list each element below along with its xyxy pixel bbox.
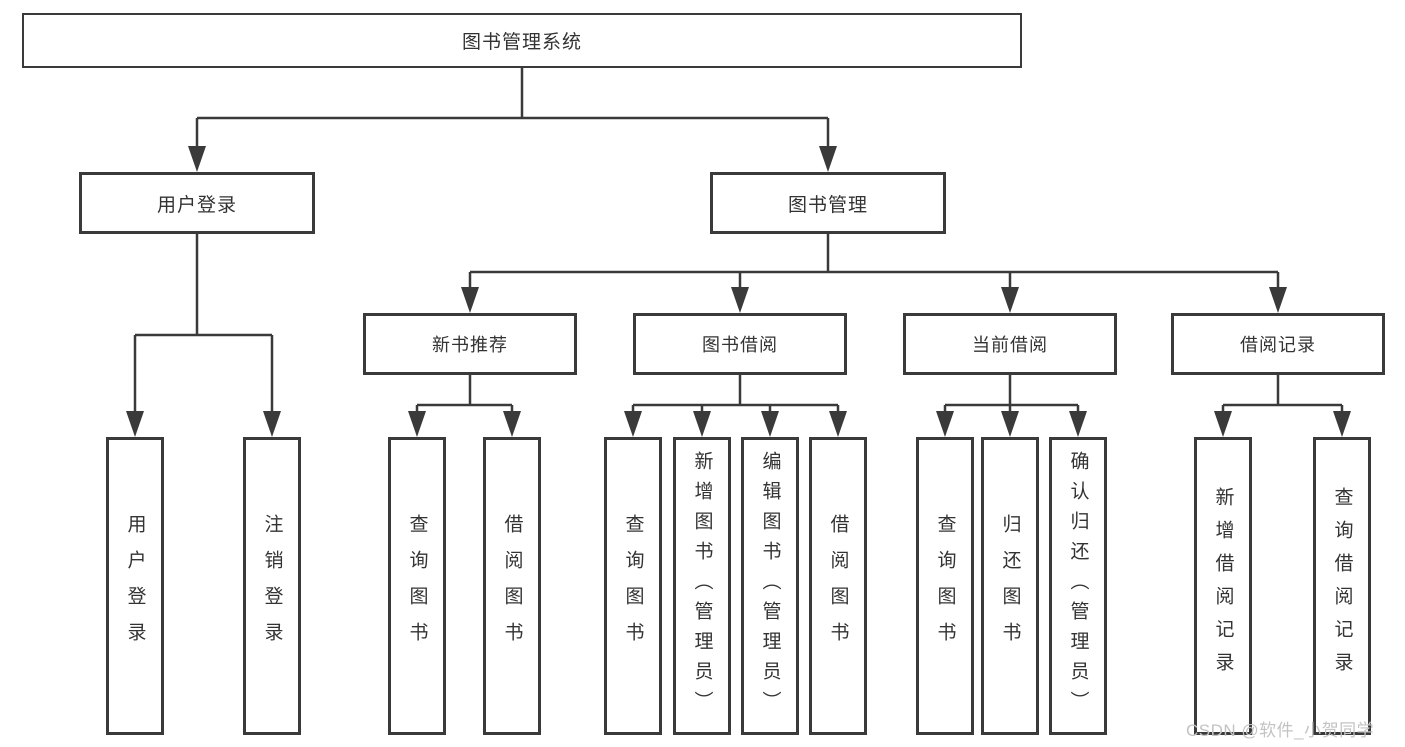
arrowheads	[126, 146, 1351, 437]
node-leaf-add-books-admin: 新增图书（管理员）	[673, 437, 731, 735]
node-leaf-query-books-2: 查询图书	[604, 437, 662, 735]
node-leaf-borrow-books-2: 借阅图书	[809, 437, 867, 735]
node-book-management: 图书管理	[710, 172, 946, 234]
node-leaf-edit-books-admin: 编辑图书（管理员）	[741, 437, 799, 735]
node-leaf-logout: 注销登录	[243, 437, 301, 735]
node-borrowing-records: 借阅记录	[1171, 313, 1385, 375]
node-leaf-add-borrow-record: 新增借阅记录	[1194, 437, 1252, 735]
node-leaf-return-books: 归还图书	[981, 437, 1039, 735]
node-leaf-user-login: 用户登录	[106, 437, 164, 735]
node-library-management-system: 图书管理系统	[22, 13, 1022, 68]
node-leaf-borrow-books-1: 借阅图书	[483, 437, 541, 735]
node-leaf-query-books-3: 查询图书	[916, 437, 974, 735]
node-leaf-confirm-return-admin: 确认归还（管理员）	[1049, 437, 1107, 735]
node-current-borrowing: 当前借阅	[903, 313, 1117, 375]
node-user-login: 用户登录	[79, 172, 315, 234]
node-leaf-query-borrow-record: 查询借阅记录	[1313, 437, 1371, 735]
node-new-book-recommend: 新书推荐	[363, 313, 577, 375]
csdn-watermark: CSDN @软件_小贺同学	[1186, 721, 1375, 740]
node-leaf-query-books-1: 查询图书	[388, 437, 446, 735]
node-book-borrowing: 图书借阅	[633, 313, 847, 375]
